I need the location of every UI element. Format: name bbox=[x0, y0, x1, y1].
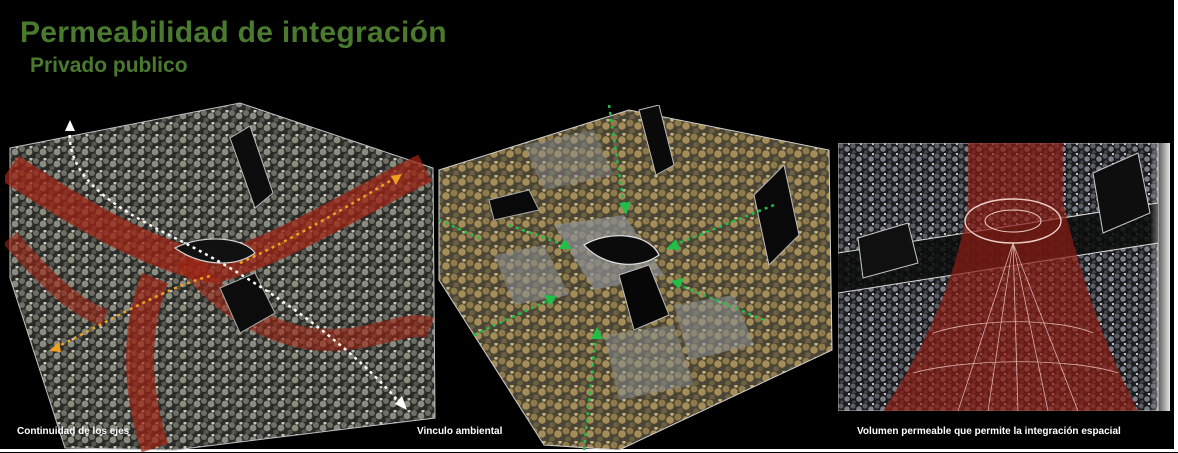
panel-environment-image bbox=[434, 105, 834, 450]
caption-environment: Vinculo ambiental bbox=[417, 426, 503, 437]
page-border-right bbox=[1174, 0, 1178, 452]
panel-detail-image bbox=[838, 143, 1170, 411]
caption-axes: Continuidad de los ejes bbox=[17, 426, 130, 437]
page-subtitle: Privado publico bbox=[30, 54, 188, 77]
page-title: Permeabilidad de integración bbox=[20, 16, 447, 49]
caption-detail: Volumen permeable que permite la integra… bbox=[857, 426, 1121, 437]
panel-axes-image bbox=[5, 98, 440, 453]
page-border-bottom bbox=[0, 449, 1178, 452]
